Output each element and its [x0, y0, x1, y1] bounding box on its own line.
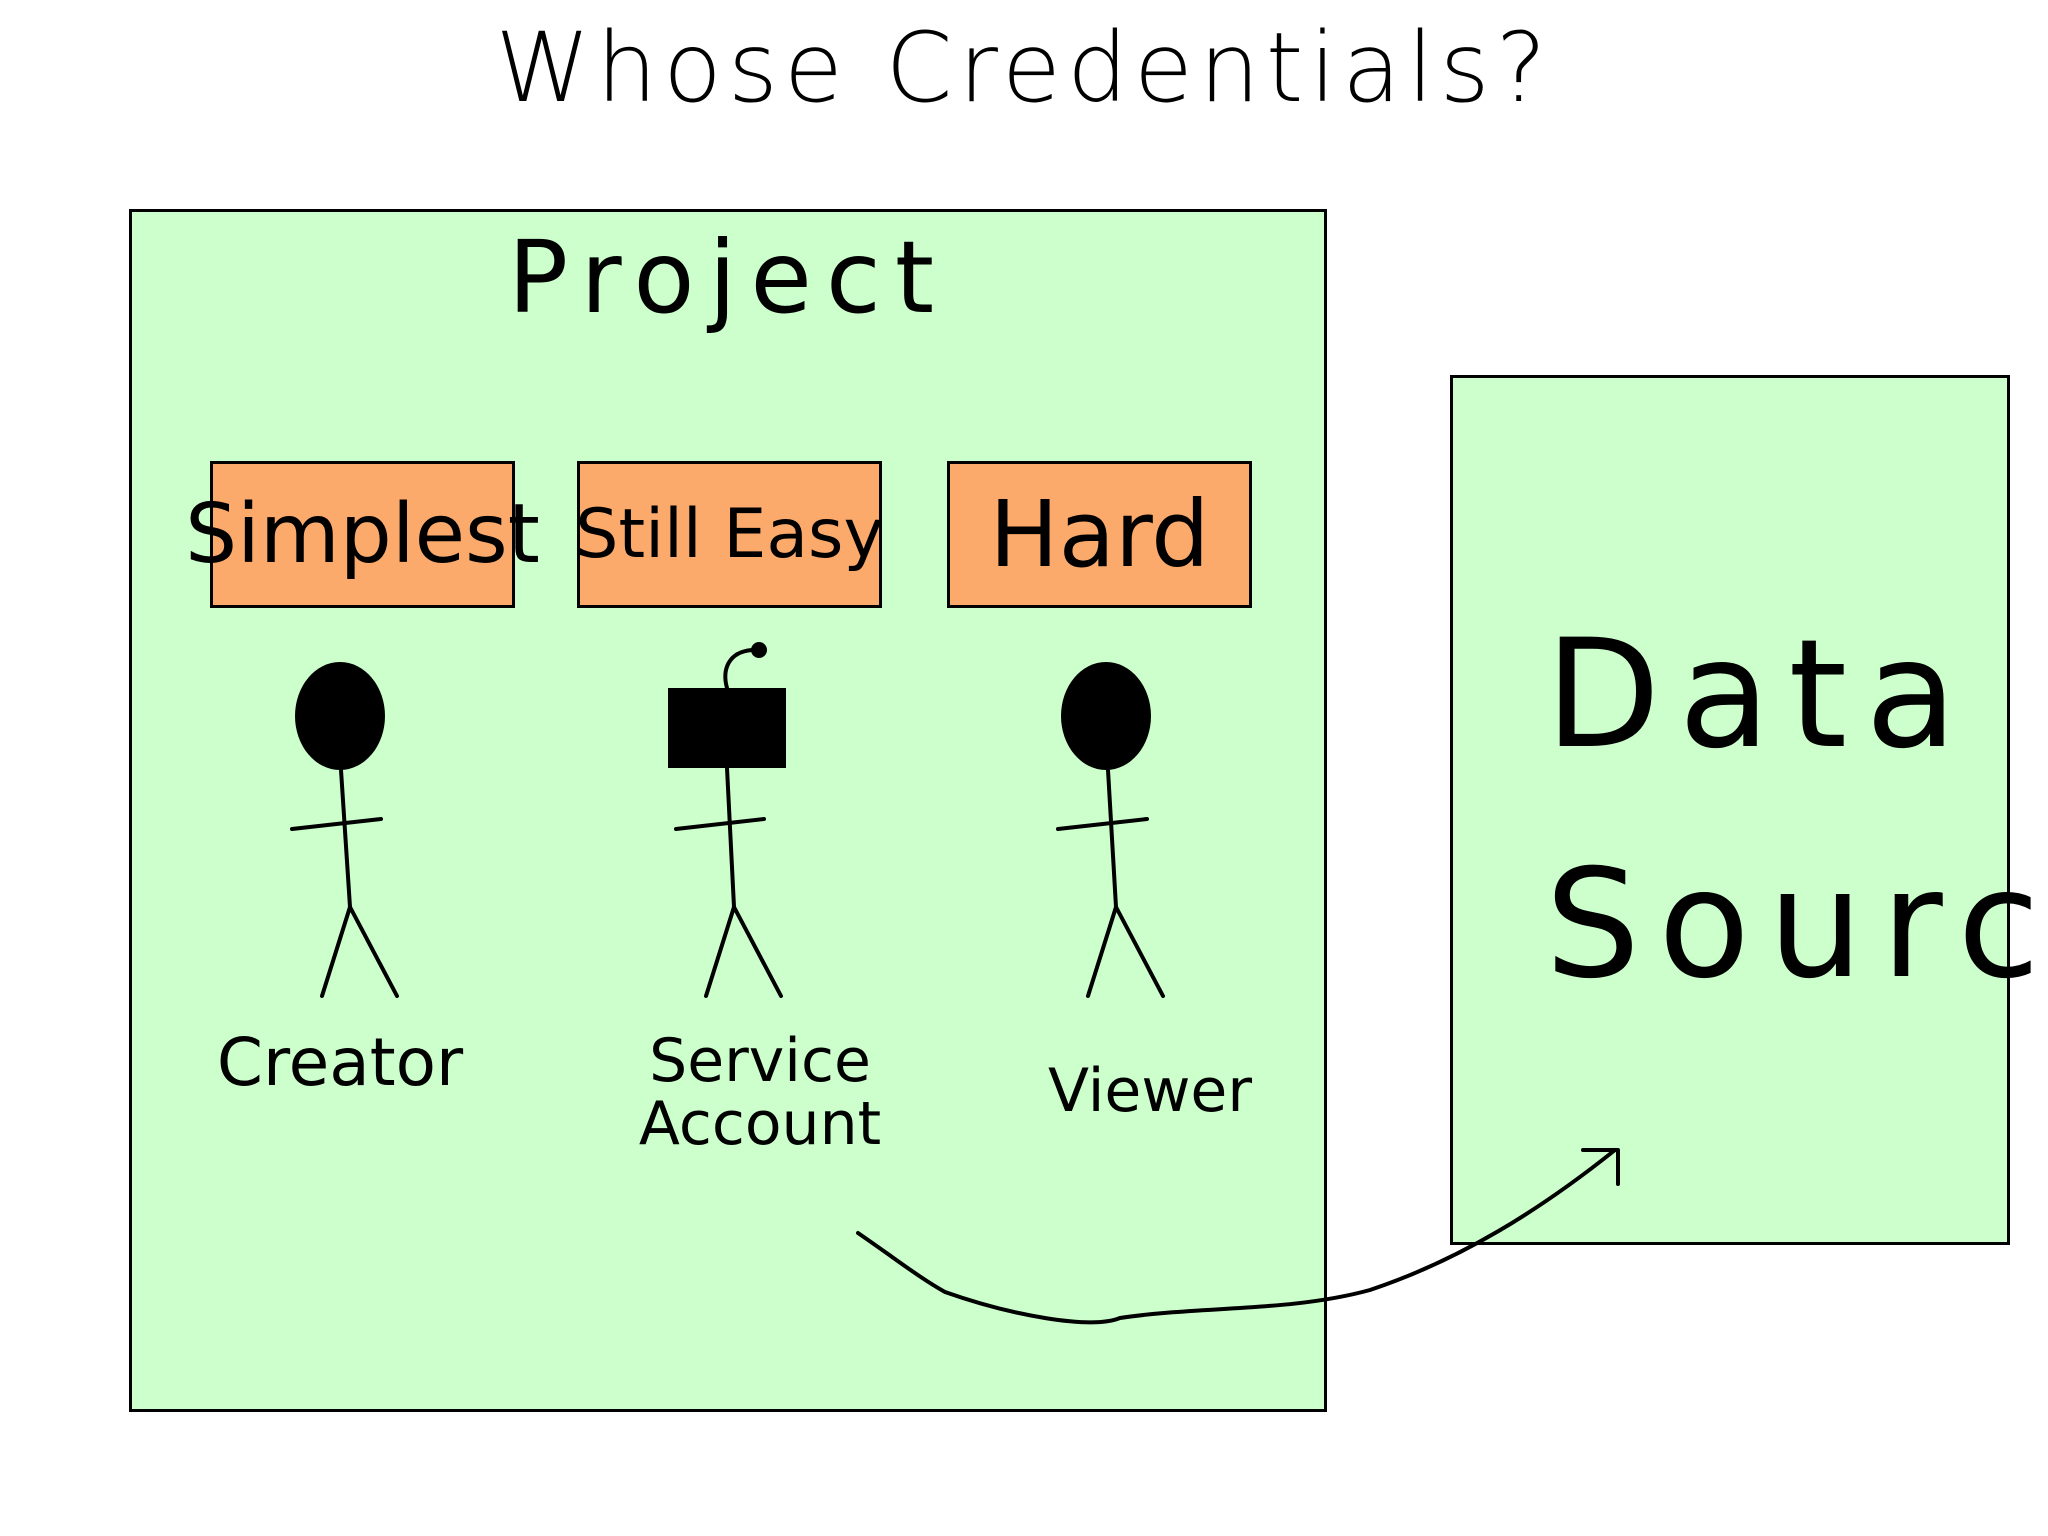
data-source-box	[1450, 375, 2010, 1245]
service-account-label-line2: Account	[638, 1089, 882, 1159]
tag-simplest: Simplest	[185, 461, 540, 608]
viewer-label: Viewer	[1048, 1056, 1252, 1126]
creator-person-icon	[290, 662, 399, 998]
service-account-label-line1: Service	[649, 1026, 871, 1096]
tag-still-easy: Still Easy	[575, 461, 884, 608]
data-source-label-line2: Source	[1545, 838, 2048, 1012]
project-label: Project	[507, 219, 949, 336]
credential-flow-arrow-icon	[856, 1148, 1620, 1325]
data-source-label-line1: Data	[1545, 608, 1976, 782]
tag-hard: Hard	[947, 461, 1252, 608]
diagram-title: Whose Credentials?	[495, 12, 1553, 124]
service-account-label: Service Account	[570, 1030, 950, 1156]
creator-label: Creator	[216, 1024, 464, 1101]
service-account-robot-icon	[668, 642, 786, 998]
viewer-person-icon	[1056, 662, 1165, 998]
